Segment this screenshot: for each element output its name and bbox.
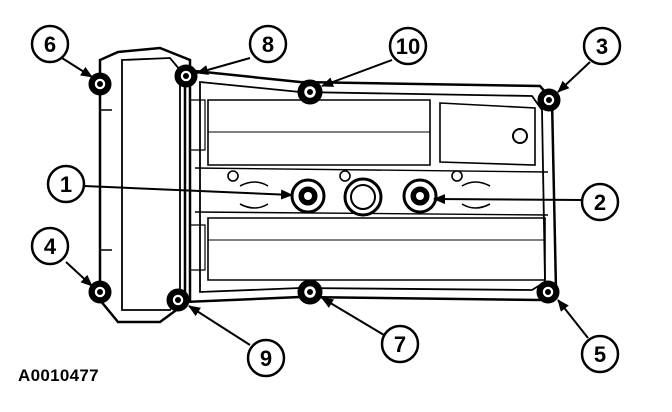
callout-1: 1 [46, 164, 86, 204]
svg-text:8: 8 [262, 32, 274, 57]
bolt-top-center [297, 79, 323, 105]
breather-port [512, 128, 528, 144]
left-end-plate [98, 46, 192, 324]
bolt-top-left-inner [174, 64, 198, 88]
callout-7: 7 [380, 324, 420, 364]
figure-id-label: A0010477 [18, 366, 99, 385]
bolt-top-left [88, 72, 112, 96]
svg-text:10: 10 [396, 34, 420, 59]
callout-2: 2 [580, 182, 620, 222]
leader-3 [557, 61, 591, 93]
leader-5 [557, 299, 589, 339]
svg-text:6: 6 [44, 32, 56, 57]
svg-text:1: 1 [60, 172, 72, 197]
svg-text:3: 3 [596, 34, 608, 59]
leader-1 [83, 185, 293, 200]
callout-3: 3 [582, 26, 622, 66]
callout-8: 8 [248, 24, 288, 64]
leader-6 [61, 57, 93, 78]
callout-10: 10 [388, 26, 428, 66]
leader-4 [65, 261, 93, 287]
svg-text:9: 9 [260, 346, 272, 371]
rotation-marks [239, 181, 491, 209]
callout-4: 4 [30, 226, 70, 266]
bolt-bottom-left-inner [166, 288, 190, 312]
svg-text:5: 5 [594, 342, 606, 367]
svg-text:7: 7 [394, 332, 406, 357]
bolts [88, 64, 561, 312]
svg-text:4: 4 [44, 234, 57, 259]
leader-lines [61, 57, 591, 346]
leader-9 [188, 305, 251, 346]
callout-5: 5 [580, 334, 620, 374]
bolt-bottom-right [536, 280, 560, 304]
bolt-top-right [537, 88, 561, 112]
leader-8 [196, 57, 251, 75]
bolt-bottom-center [297, 279, 323, 305]
leader-10 [321, 59, 393, 87]
spark-plug-seals [227, 170, 463, 217]
bolt-bottom-left [88, 280, 112, 304]
callout-9: 9 [246, 338, 286, 378]
callouts: 6 8 10 3 1 2 4 [30, 24, 622, 378]
svg-text:2: 2 [594, 190, 606, 215]
callout-6: 6 [30, 24, 70, 64]
leader-7 [321, 297, 385, 336]
leader-2 [433, 194, 583, 205]
